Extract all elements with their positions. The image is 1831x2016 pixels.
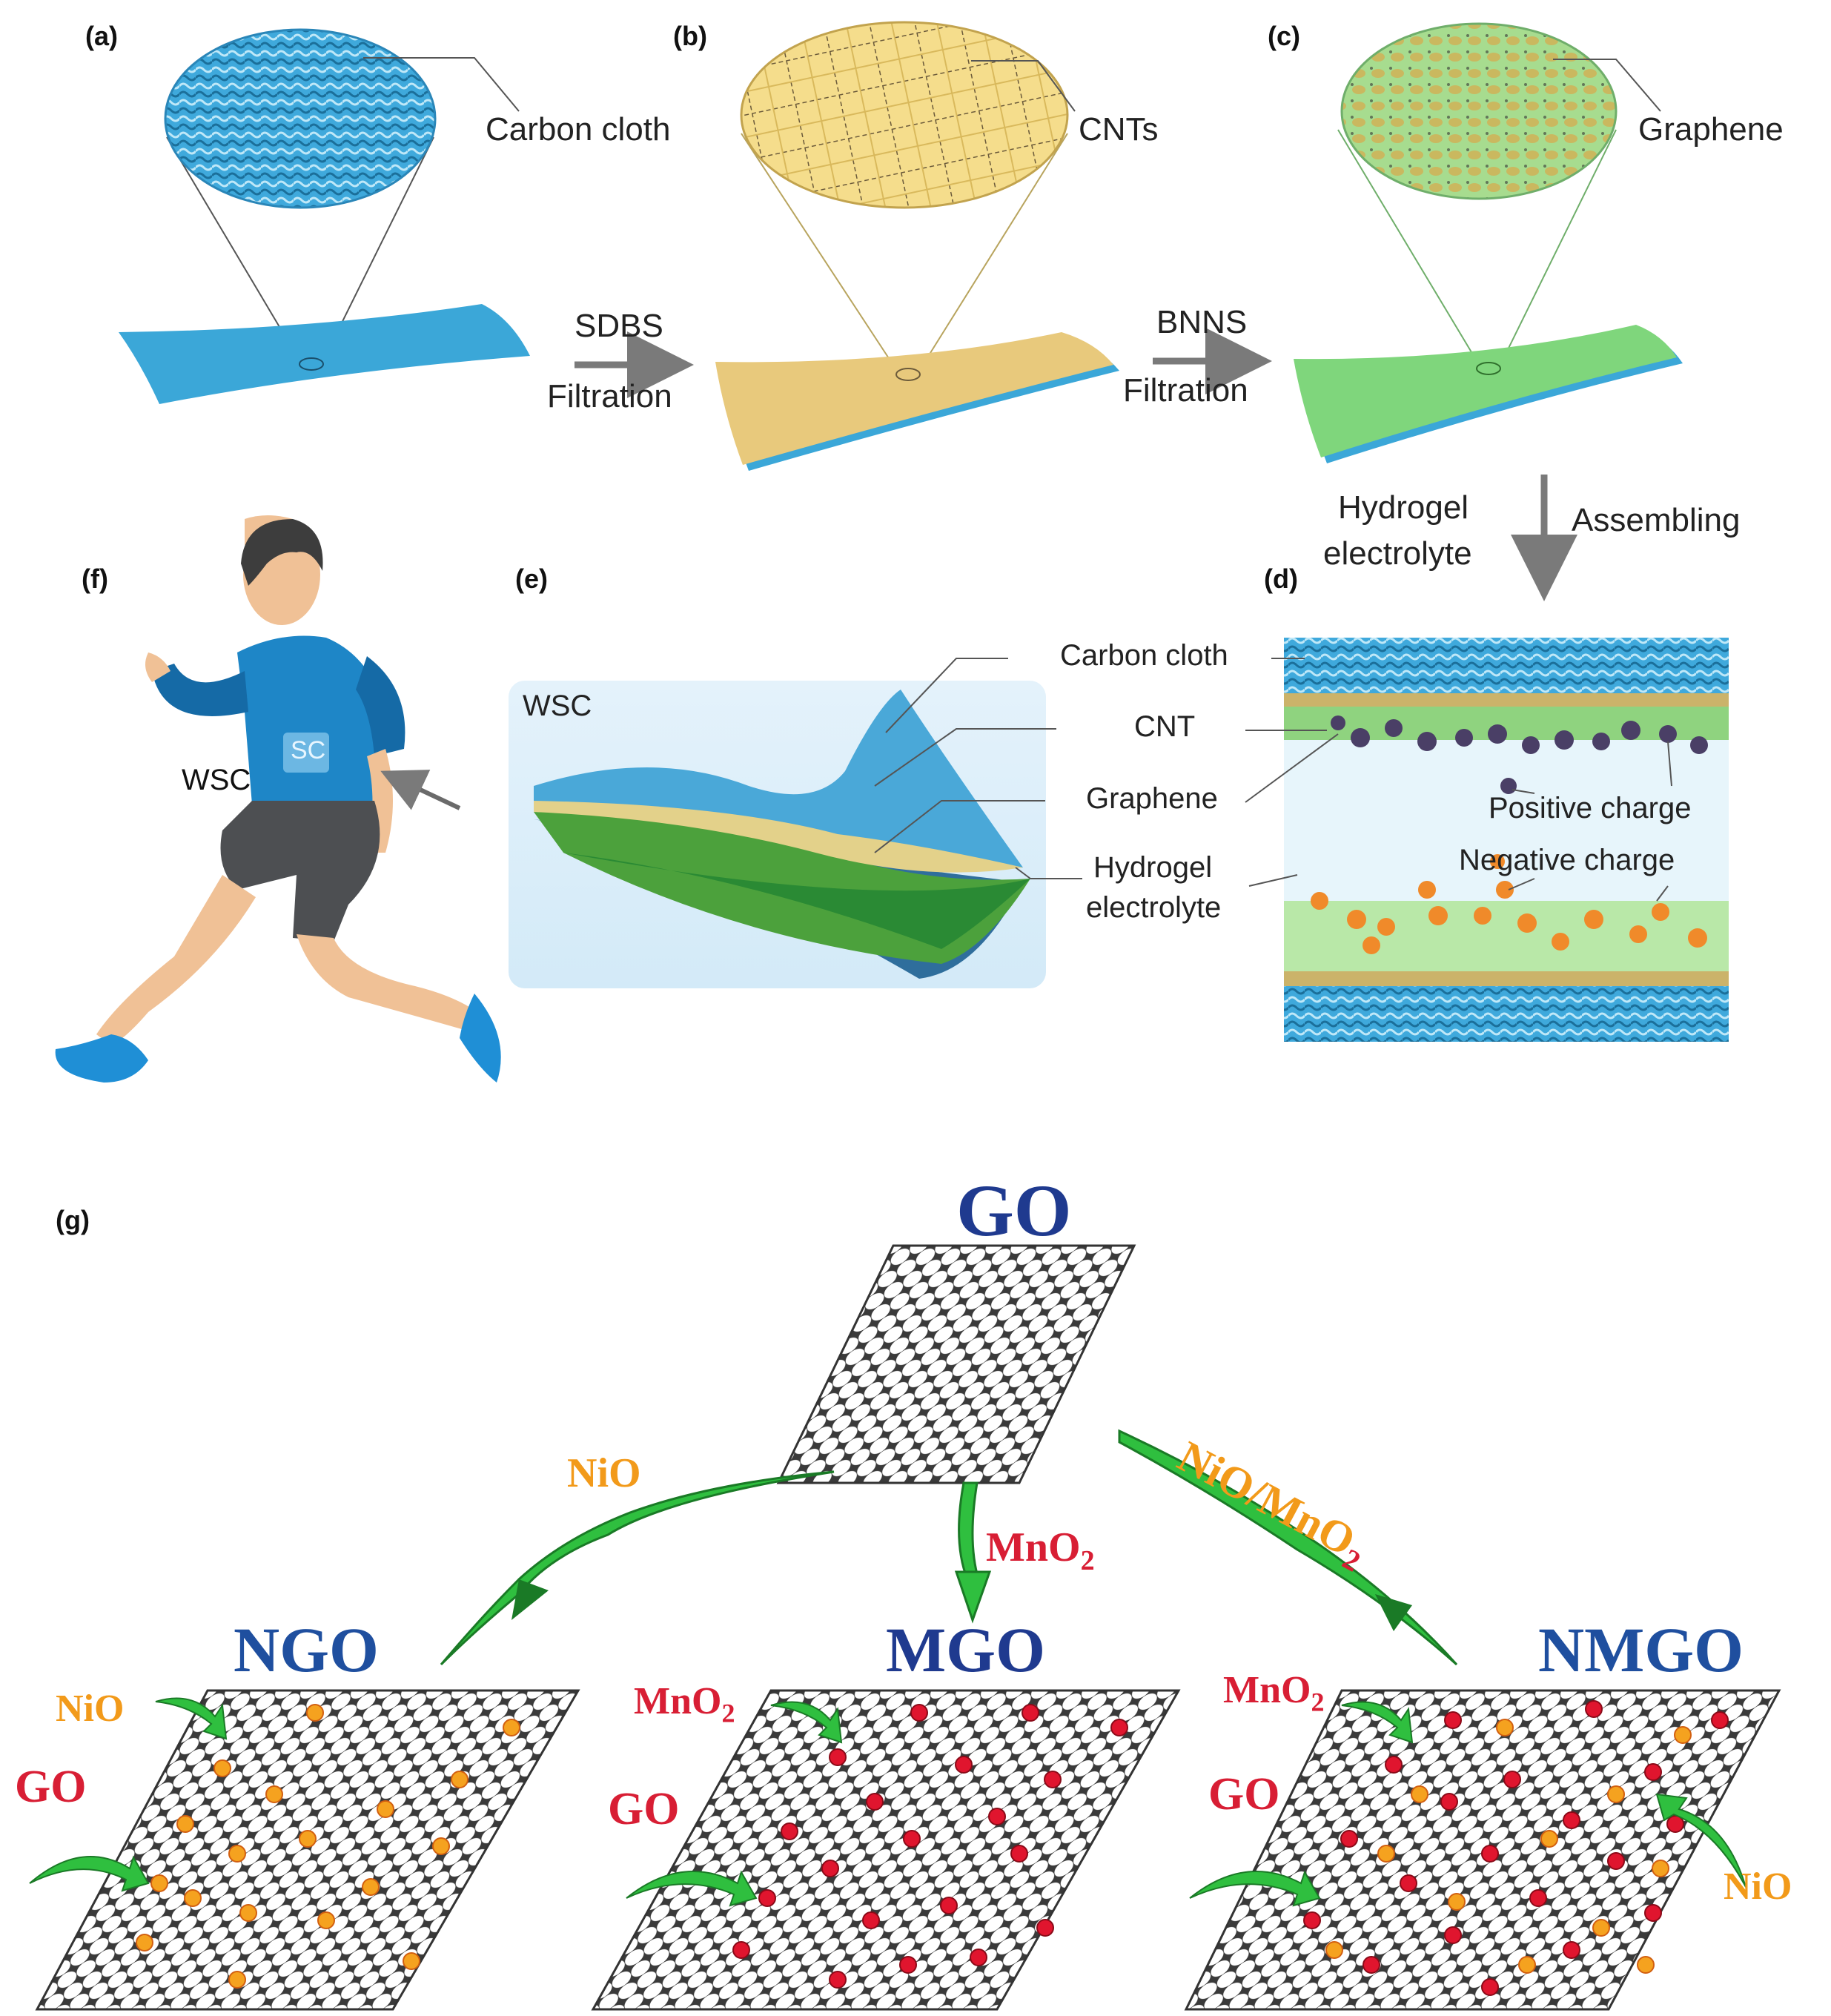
panel-label-d: (d) (1264, 564, 1298, 594)
wsc-layers (534, 690, 1023, 867)
negative-charge-label: Negative charge (1459, 844, 1675, 876)
panel-label-c: (c) (1268, 21, 1300, 51)
cnt-zoom (740, 21, 1069, 209)
ngo-title: NGO (234, 1614, 379, 1685)
mgo-sheet (591, 1689, 1181, 2011)
negative-charges (1311, 854, 1707, 954)
ngo-nio-label: NiO (56, 1688, 125, 1730)
carbon-cloth-zoom (164, 28, 437, 209)
panel-d-leaders (1245, 658, 1672, 902)
panel-b-graphic (715, 21, 1119, 471)
runner-shorts (220, 801, 380, 942)
panel-d-graphic (1284, 638, 1729, 1042)
step2-bnns: BNNS (1156, 304, 1248, 340)
mgo-go-label: GO (608, 1784, 680, 1834)
carbon-cloth-sheet (119, 304, 530, 404)
runner-illustration (55, 515, 501, 1083)
mno2-arrow-label: MnO2 (986, 1524, 1095, 1577)
nmgo-mno2-text: MnO (1223, 1669, 1311, 1711)
wsc-pointer-arrow (380, 770, 461, 810)
mgo-mno2-subscript: 2 (721, 1698, 735, 1728)
shirt-sc-label: SC (291, 736, 326, 764)
arrow-nio-mno2 (1118, 1429, 1458, 1666)
mgo-mno2-text: MnO (634, 1680, 722, 1722)
panel-label-b: (b) (673, 21, 707, 51)
arrow-nio (440, 1470, 835, 1666)
nmgo-title: NMGO (1538, 1614, 1744, 1685)
sc-patch (283, 733, 329, 773)
nmgo-go-label: GO (1208, 1769, 1280, 1820)
d-graphene-label: Graphene (1086, 782, 1218, 815)
panel-a-graphic (119, 28, 530, 404)
d-cnt-label: CNT (1134, 710, 1196, 743)
runner-shoe-left (55, 1034, 148, 1083)
panel-label-a: (a) (85, 21, 118, 51)
panel-label-e: (e) (515, 564, 548, 594)
positive-charge-label: Positive charge (1489, 792, 1692, 824)
cnts-label: CNTs (1079, 111, 1159, 148)
step2-filtration: Filtration (1123, 372, 1248, 409)
ngo-nio-particles (136, 1704, 520, 1989)
graphene-sheet (1294, 325, 1677, 457)
graphene-label: Graphene (1638, 111, 1784, 148)
d-hydrogel-label: Hydrogel (1093, 851, 1213, 884)
panel-label-f: (f) (82, 564, 108, 594)
f-wsc-label: WSC (182, 764, 251, 796)
nmgo-mno2-particles (1303, 1700, 1729, 1996)
nio-arrow-label: NiO (567, 1450, 641, 1496)
ngo-sheet (35, 1689, 580, 2011)
d-electrolyte-label: electrolyte (1086, 891, 1222, 924)
step1-sdbs: SDBS (575, 308, 663, 344)
positive-charges (1331, 715, 1708, 794)
step1-filtration: Filtration (547, 378, 672, 414)
ngo-go-label: GO (15, 1762, 87, 1812)
assembling-label: Assembling (1572, 502, 1741, 538)
d-carbon-cloth-label: Carbon cloth (1060, 639, 1228, 672)
mgo-mno2-particles (732, 1704, 1128, 1989)
nmgo-mno2-subscript: 2 (1311, 1687, 1325, 1717)
nmgo-mno2-label: MnO2 (1223, 1668, 1324, 1717)
mno2-subscript: 2 (1080, 1545, 1095, 1577)
go-sheet (776, 1244, 1136, 1484)
e-wsc-label: WSC (523, 690, 592, 722)
cnt-sheet (715, 332, 1113, 465)
arrow-mno2 (958, 1481, 981, 1581)
mno2-text: MnO (986, 1524, 1081, 1570)
panel-label-g: (g) (56, 1205, 90, 1235)
runner-shirt (237, 635, 385, 811)
go-title: GO (956, 1169, 1072, 1252)
small-green-arrows (29, 1697, 1746, 1907)
panel-e-graphic (509, 658, 1082, 988)
runner-shoe-right (460, 994, 501, 1083)
graphene-zoom (1340, 22, 1618, 200)
mgo-title: MGO (886, 1614, 1045, 1685)
carbon-cloth-label: Carbon cloth (486, 111, 671, 148)
electrolyte-label: electrolyte (1323, 535, 1472, 572)
nmgo-nio-label: NiO (1724, 1865, 1792, 1908)
panel-g-graphic (29, 1244, 1781, 2011)
panel-c-graphic (1294, 22, 1683, 463)
hydrogel-label: Hydrogel (1338, 489, 1469, 526)
mgo-mno2-label: MnO2 (634, 1679, 735, 1728)
nmgo-nio-particles (1325, 1719, 1692, 1974)
